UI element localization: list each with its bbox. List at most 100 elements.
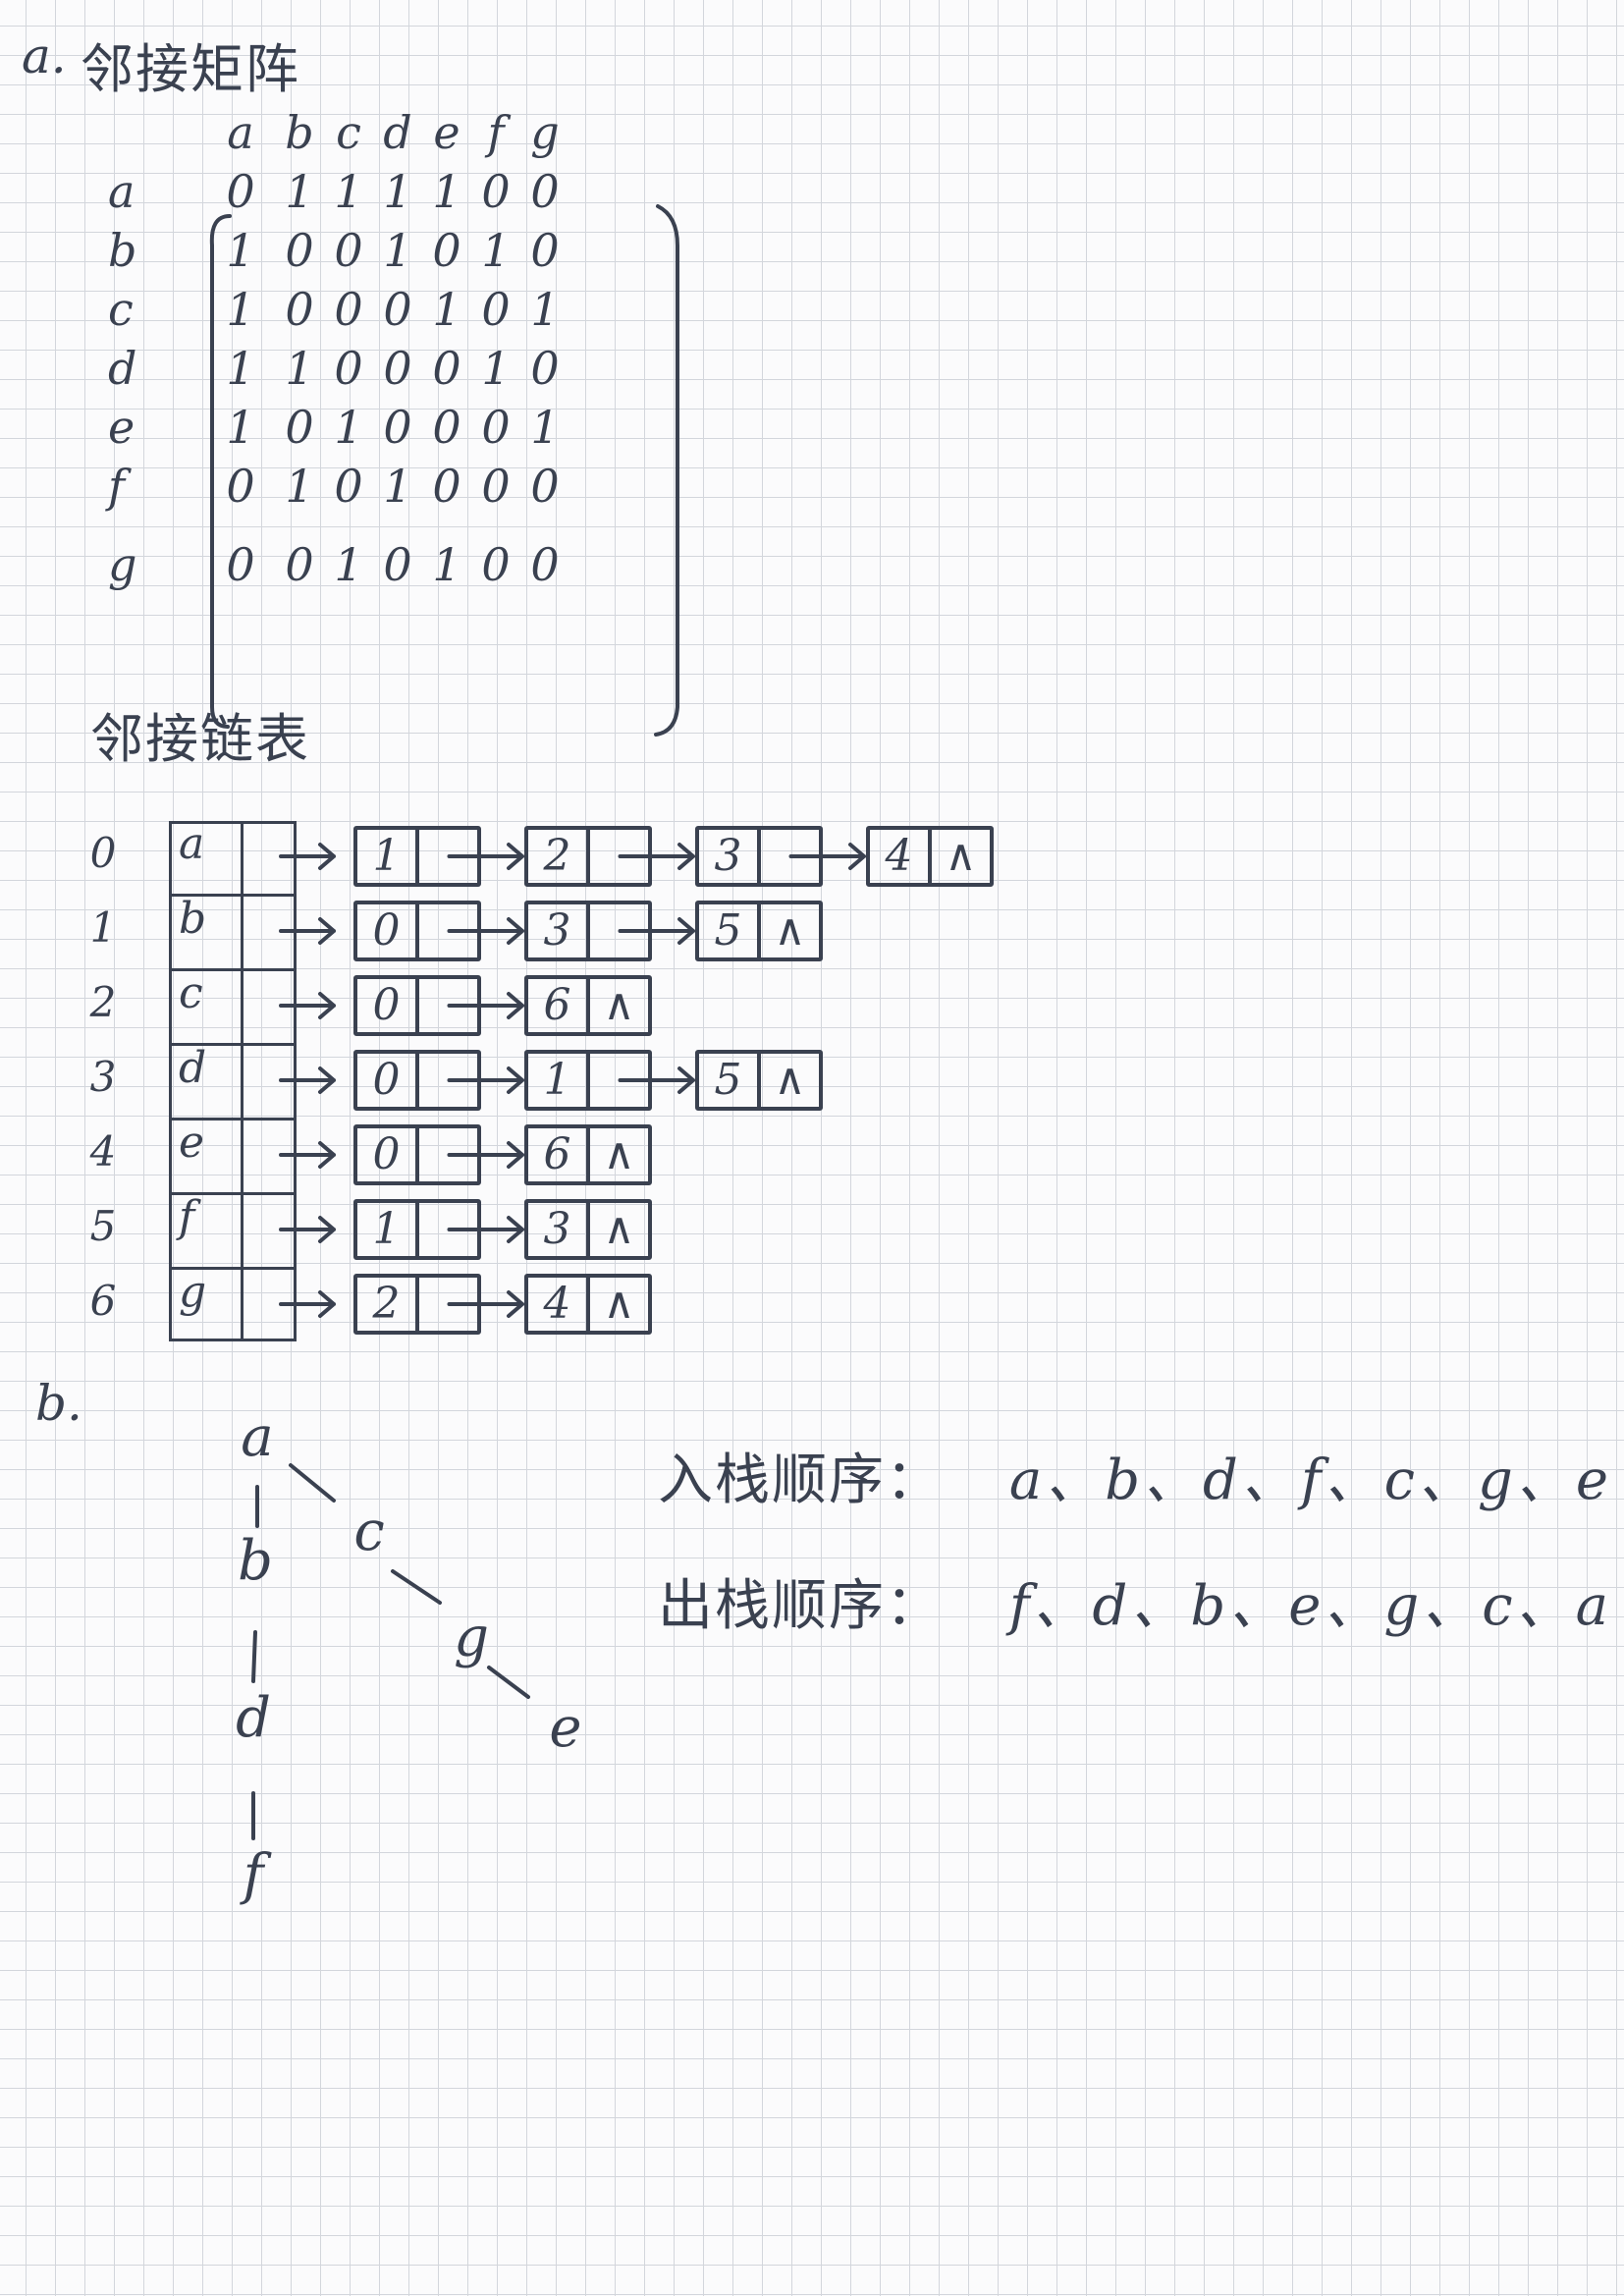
vertex-row-divider [169,1267,297,1270]
edge-node: 1 [524,1050,652,1111]
matrix-cell: 1 [226,401,255,454]
edge-node-vertex: 3 [528,904,590,957]
matrix-cell: 0 [334,283,363,336]
matrix-col-header: c [336,106,361,159]
edge-node-vertex: 1 [357,830,419,883]
matrix-cell: 0 [530,165,560,218]
vertex-label: a [179,819,205,869]
matrix-cell: 1 [285,165,314,218]
edge-node: 3∧ [524,1199,652,1260]
matrix-cell: 0 [383,401,412,454]
edge-node-next [761,830,819,883]
edge-node-vertex: 3 [528,1203,590,1256]
matrix-cell: 1 [432,283,461,336]
edge-node: 1 [353,1199,481,1260]
matrix-cell: 0 [530,224,560,277]
edge-node-next: ∧ [603,1204,635,1254]
matrix-row-header: g [108,538,137,591]
edge-node: 0 [353,975,481,1036]
matrix-cell: 0 [334,224,363,277]
vertex-row-divider [169,1043,297,1046]
edge-node: 4∧ [524,1274,652,1335]
matrix-cell: 1 [432,165,461,218]
tree-node-g: g [454,1606,489,1669]
edge-node: 0 [353,1124,481,1185]
matrix-cell: 0 [432,460,461,513]
edge-node-vertex: 4 [870,830,932,883]
edge-node-vertex: 1 [528,1054,590,1107]
vertex-table-divider [241,821,244,1341]
matrix-cell: 0 [285,283,314,336]
edge-node-vertex: 1 [357,1203,419,1256]
matrix-cell: 1 [334,165,363,218]
vertex-row-divider [169,1192,297,1195]
edge-node-next [419,1128,477,1181]
edge-node: 3 [695,826,823,887]
edge-node-next [590,904,648,957]
edge-node-vertex: 0 [357,1054,419,1107]
vertex-label: d [179,1043,207,1093]
matrix-cell: 0 [481,460,511,513]
vertex-row-divider [169,968,297,971]
matrix-cell: 1 [481,224,511,277]
edge-node-next [419,830,477,883]
push-order-row: 入栈顺序： a、b、d、f、c、g、e [658,1436,1612,1515]
vertex-index: 1 [89,903,117,952]
matrix-row-header: a [108,165,135,218]
matrix-col-header: d [383,106,412,159]
vertex-index: 5 [89,1202,117,1250]
vertex-index: 3 [89,1053,117,1101]
edge-node-next [419,904,477,957]
matrix-cell: 0 [334,342,363,395]
matrix-row-header: d [108,342,137,395]
edge-node-next [419,1203,477,1256]
matrix-col-header: a [227,106,254,159]
edge-node-vertex: 0 [357,1128,419,1181]
vertex-index: 0 [89,829,117,877]
tree-node-f: f [243,1843,264,1907]
matrix-col-header: b [285,106,314,159]
matrix-cell: 0 [530,538,560,591]
edge-node-next: ∧ [945,831,977,881]
matrix-cell: 0 [383,538,412,591]
matrix-cell: 0 [481,165,511,218]
matrix-cell: 0 [226,460,255,513]
matrix-cell: 0 [481,283,511,336]
tree-node-d: d [236,1686,271,1750]
list-title: 邻接链表 [90,708,310,770]
edge-node: 3 [524,901,652,961]
vertex-label: c [179,968,203,1018]
edge-node-vertex: 0 [357,979,419,1032]
matrix-cell: 1 [383,224,412,277]
edge-node-vertex: 2 [357,1278,419,1331]
matrix-cell: 0 [334,460,363,513]
tree-node-b: b [238,1529,273,1593]
edge-node-next: ∧ [603,980,635,1030]
matrix-cell: 0 [285,224,314,277]
vertex-index: 4 [89,1127,117,1175]
matrix-cell: 0 [285,538,314,591]
matrix-cell: 0 [481,401,511,454]
matrix-cell: 1 [334,538,363,591]
section-b-label: b. [35,1375,82,1432]
matrix-cell: 0 [285,401,314,454]
matrix-cell: 1 [481,342,511,395]
matrix-cell: 1 [383,165,412,218]
matrix-cell: 1 [334,401,363,454]
edge-node-next [419,1054,477,1107]
matrix-cell: 1 [383,460,412,513]
matrix-row-header: b [108,224,137,277]
edge-node-next [590,1054,648,1107]
push-order-value: a、b、d、f、c、g、e [1008,1449,1612,1512]
edge-node: 4∧ [866,826,994,887]
vertex-index: 2 [89,978,117,1026]
edge-node-vertex: 0 [357,904,419,957]
tree-node-a: a [241,1405,274,1469]
matrix-cell: 1 [226,283,255,336]
push-order-label: 入栈顺序： [658,1449,943,1512]
tree-edges [251,1463,530,1840]
matrix-cell: 1 [530,401,560,454]
matrix-cell: 0 [530,342,560,395]
